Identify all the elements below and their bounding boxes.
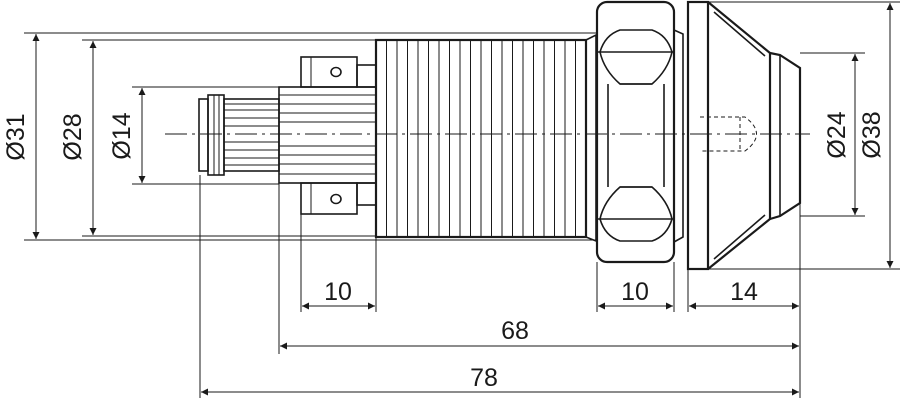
rear-collar bbox=[278, 86, 377, 184]
dim-label-length-10-nut: 10 bbox=[621, 278, 649, 306]
dim-label-length-10-terminal: 10 bbox=[324, 278, 352, 306]
hex-nut bbox=[595, 0, 676, 264]
thread-ring bbox=[585, 33, 597, 243]
ribbed-body bbox=[374, 38, 588, 239]
terminal-bottom bbox=[300, 182, 377, 215]
terminal-top bbox=[300, 56, 377, 88]
dim-label-dia-24: Ø24 bbox=[823, 111, 851, 158]
dim-label-dia-31: Ø31 bbox=[2, 113, 30, 160]
dim-label-dia-14: Ø14 bbox=[108, 112, 136, 159]
dim-label-dia-38: Ø38 bbox=[858, 111, 886, 158]
dim-label-length-14-bezel: 14 bbox=[730, 278, 758, 306]
washer bbox=[673, 29, 684, 243]
splined-shaft bbox=[223, 98, 280, 172]
front-bezel bbox=[686, 0, 802, 271]
hidden-cap-outline bbox=[700, 116, 757, 152]
dimension-labels: Ø31 Ø28 Ø14 Ø24 Ø38 10 10 14 68 78 bbox=[2, 111, 886, 392]
dim-label-dia-28: Ø28 bbox=[59, 113, 87, 160]
component-outline bbox=[165, 0, 810, 271]
dim-label-length-78: 78 bbox=[470, 364, 498, 392]
dim-label-length-68: 68 bbox=[501, 317, 529, 345]
button-knob bbox=[198, 94, 225, 176]
dimension-lines bbox=[24, 1, 900, 398]
